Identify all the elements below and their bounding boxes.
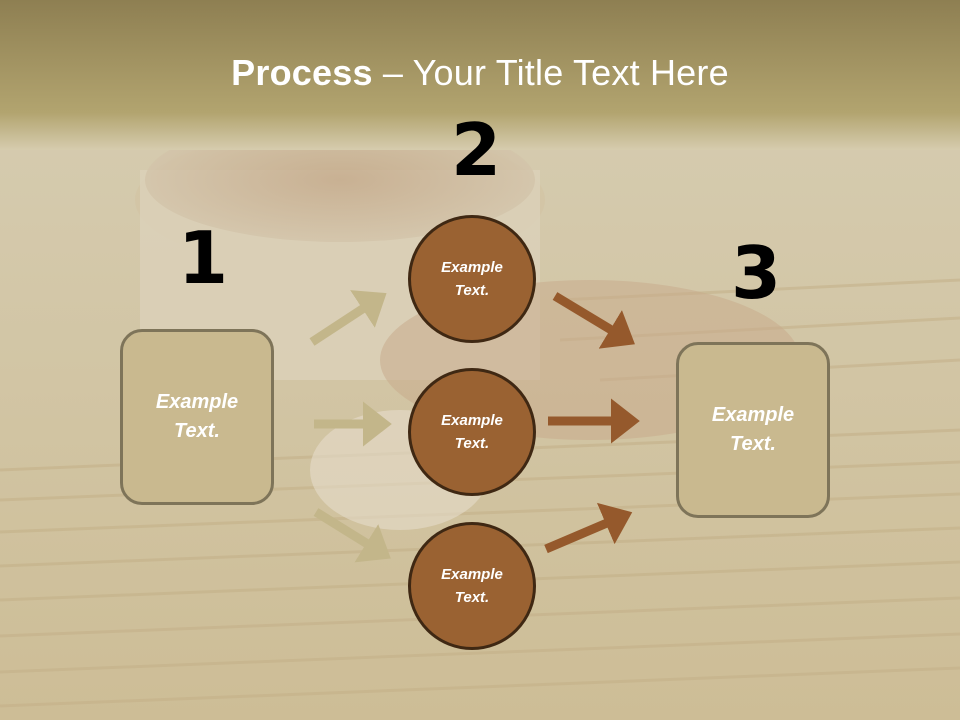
title-rest: – Your Title Text Here [372,52,729,93]
slide-title: Process – Your Title Text Here [0,52,960,94]
step-2-circle-middle: Example Text. [408,368,536,496]
step-number-3: 3 [731,231,782,315]
step-number-2: 2 [451,108,502,192]
step-2-item-1: Example Text. [441,259,503,299]
step-1-label: Example Text. [155,391,239,442]
arrow-down-left [313,508,391,563]
arrow-up-left [309,290,387,346]
step-2-circle-bottom: Example Text. [408,522,536,650]
arrow-down-right [552,292,635,349]
step-3-box: Example Text. [676,342,830,518]
step-3-label: Example Text. [711,404,795,455]
step-2-item-3: Example Text. [441,566,503,606]
step-2-item-2: Example Text. [441,412,503,452]
step-1-box: Example Text. [120,329,274,505]
step-2-circle-top: Example Text. [408,215,536,343]
step-number-1: 1 [178,216,229,300]
title-bold: Process [231,52,373,93]
arrow-up-right [544,502,633,554]
